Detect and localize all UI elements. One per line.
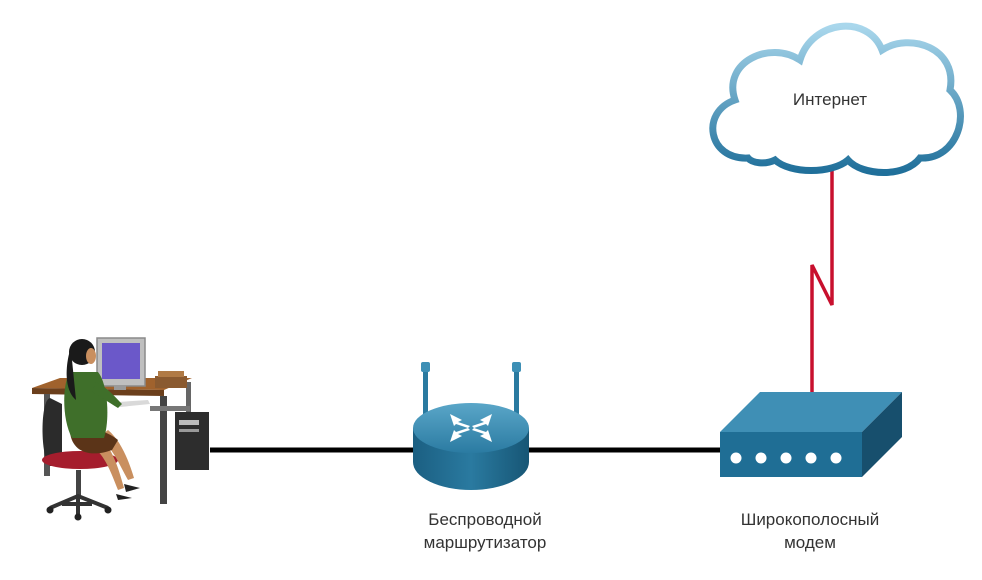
modem-label-line2: модем (784, 533, 836, 552)
broadband-modem-icon (720, 392, 902, 477)
router-label: Беспроводной маршрутизатор (385, 508, 585, 554)
router-label-line2: маршрутизатор (423, 533, 547, 552)
cloud-icon (709, 22, 964, 176)
user-at-computer-icon (32, 337, 209, 521)
modem-led (805, 452, 817, 464)
internet-label: Интернет (792, 90, 868, 109)
link-modem-internet (810, 168, 834, 392)
router-label-line1: Беспроводной (428, 510, 542, 529)
modem-led (755, 452, 767, 464)
modem-label-line1: Широкополосный (740, 510, 880, 529)
modem-led (780, 452, 792, 464)
wireless-router-icon (413, 362, 529, 490)
modem-led (830, 452, 842, 464)
modem-label: Широкополосный модем (700, 508, 920, 554)
modem-led (730, 452, 742, 464)
